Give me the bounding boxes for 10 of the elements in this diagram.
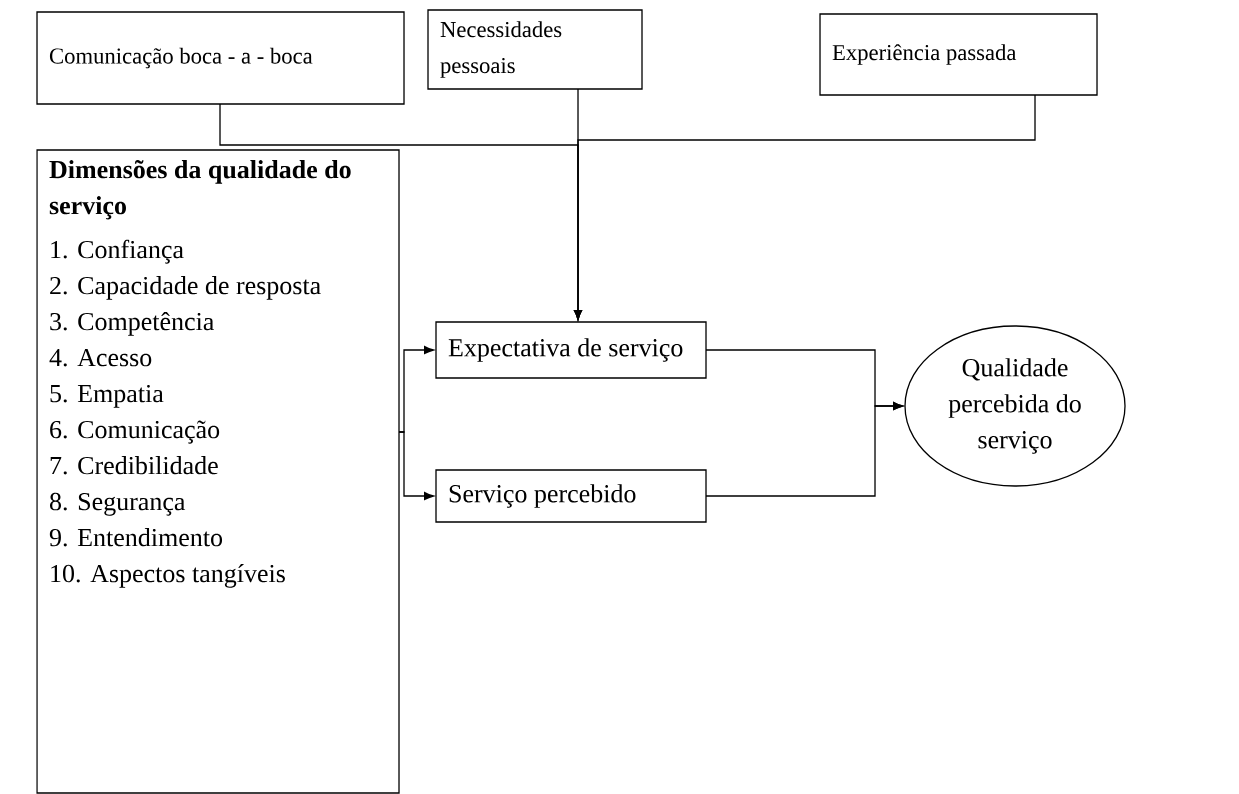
text-box: Necessidades pessoais: [427, 9, 643, 90]
list-box: Dimensões da qualidade do serviço 1. Confiança 2. Capacidade de resposta 3. Competência 4. Acesso 5. Empatia 6. Comunicação 7. Credibilidade 8. Segurança 9. Entendimento 10. Aspectos tangíveis: [36, 149, 400, 794]
text-box: Expectativa de serviço: [435, 321, 707, 379]
ellipse-node: Qualidade percebida do serviço: [904, 325, 1126, 487]
arrow: [705, 402, 903, 497]
text-box: Serviço percebido: [435, 469, 707, 523]
arrow: [574, 94, 1036, 320]
text-box: Experiência passada: [819, 13, 1098, 96]
arrow: [398, 431, 434, 500]
text-box: Comunicação boca - a - boca: [36, 11, 405, 105]
